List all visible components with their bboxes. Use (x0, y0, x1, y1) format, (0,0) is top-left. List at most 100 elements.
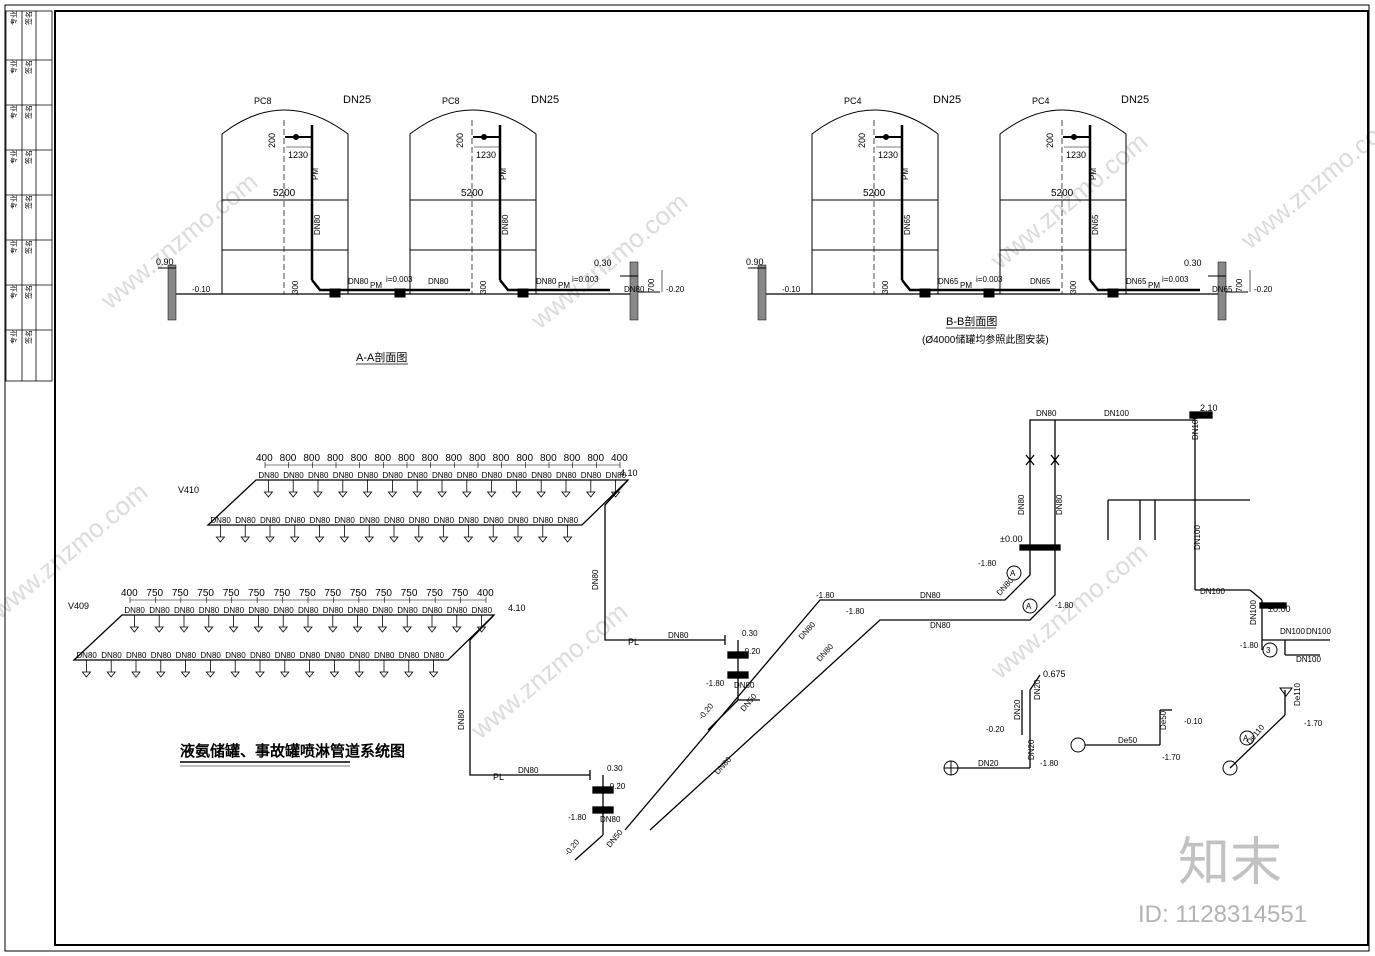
title-block-cell: 专业 (9, 330, 18, 344)
nozzle-head (304, 671, 315, 678)
nozzle-head (488, 536, 499, 543)
pipe-h-4: DN80 (624, 285, 645, 294)
nozzle-head (279, 671, 290, 678)
nozzle-head (288, 491, 299, 498)
dim-5200-4: 5200 (1051, 188, 1074, 199)
nozzle-head (387, 491, 398, 498)
dim-value: 800 (422, 453, 439, 464)
pm-label-4: PM (1089, 168, 1098, 180)
nozzle-head (327, 626, 338, 633)
title-block-cell: 专业 (9, 195, 18, 209)
dim-value: 800 (374, 453, 391, 464)
spray-nozzles: DN80DN80DN80DN80DN80DN80DN80DN80DN80DN80… (76, 471, 627, 678)
nozzle-pipe-label: DN80 (424, 651, 445, 660)
title-block (5, 10, 53, 382)
spray-ring-v410 (206, 479, 630, 526)
watermark: www.znzmo.com (464, 596, 633, 745)
nozzle-head (228, 626, 239, 633)
title-block-cell: 签名 (24, 150, 33, 164)
dim-value: 750 (172, 588, 189, 599)
tank-4 (999, 109, 1127, 294)
spray-ring-v409 (72, 614, 496, 661)
nozzle-head (427, 626, 437, 633)
r-dn80-top: DN80 (1036, 409, 1057, 418)
elev-ground-bb: -0.10 (782, 285, 801, 294)
section-bb (748, 109, 1251, 321)
r-elev-m180-2: -1.80 (1055, 601, 1074, 610)
nozzle-head (412, 491, 423, 498)
dim-5200-3: 5200 (863, 188, 886, 199)
tank-2-label: PC8 (442, 96, 460, 106)
nozzle-head (402, 626, 413, 633)
nozzle-pipe-label: DN80 (200, 651, 221, 660)
nozzle-pipe-label: DN80 (308, 471, 329, 480)
dim-value: 750 (401, 588, 418, 599)
r-dn100-v: DN100 (1193, 525, 1202, 550)
tank-1-label: PC8 (254, 96, 272, 106)
nozzle-head (364, 536, 375, 543)
watermark-layer: www.znzmo.com www.znzmo.com www.znzmo.co… (0, 106, 1375, 745)
nozzle-pipe-label: DN80 (372, 606, 393, 615)
tank-1 (221, 109, 349, 294)
title-block-cell: 签名 (24, 105, 33, 119)
elev-410-b: 4.10 (508, 603, 526, 613)
dim-300-3: 300 (881, 280, 890, 294)
nozzle-pipe-label: DN80 (283, 471, 304, 480)
nozzle-pipe-label: DN80 (101, 651, 122, 660)
nozzle-head (413, 536, 424, 543)
r-elev-000: ±0.00 (1000, 534, 1022, 544)
r-elev-m180-4: -1.80 (846, 607, 865, 616)
outer-frame (4, 4, 1370, 952)
nozzle-pipe-label: DN80 (482, 471, 503, 480)
r-de50-v: De50 (1159, 710, 1168, 730)
dim-value: 750 (197, 588, 214, 599)
dim-200-4: 200 (1045, 133, 1055, 148)
dn50-1: DN50 (739, 691, 759, 713)
slope-1: i=0.003 (386, 275, 413, 284)
nozzle-head (377, 626, 388, 633)
nozzle-head (379, 671, 389, 678)
wall-left (167, 264, 177, 321)
nozzle-pipe-label: DN80 (124, 606, 145, 615)
nozzle-pipe-label: DN80 (533, 516, 554, 525)
nozzle-pipe-label: DN80 (235, 516, 256, 525)
pipe-h-2: DN80 (428, 277, 449, 286)
section-aa (158, 109, 663, 321)
dim-200-2: 200 (455, 133, 465, 148)
right-system (624, 411, 1330, 831)
nozzle-pipe-label: DN80 (407, 471, 428, 480)
section-aa-title: A-A剖面图 (356, 350, 407, 364)
pm-label-2: PM (499, 168, 508, 180)
dim-value: 800 (303, 453, 320, 464)
pm-h-1: PM (370, 281, 382, 290)
dim-value: 800 (280, 453, 297, 464)
elev-right-bot-bb: -0.20 (1254, 285, 1273, 294)
dim-1230-4: 1230 (1066, 150, 1086, 160)
nozzle-head (215, 536, 226, 543)
nozzle-head (362, 491, 373, 498)
nozzle-head (536, 491, 547, 498)
nozzle-head (303, 626, 313, 633)
dim-value: 800 (445, 453, 462, 464)
r-dn80-h1: DN80 (920, 591, 941, 600)
r-elev-000b: ±0.00 (1268, 604, 1290, 614)
r-elev-m170-1: -1.70 (1162, 753, 1181, 762)
nozzle-pipe-label: DN80 (210, 516, 231, 525)
nozzle-pipe-label: DN80 (409, 516, 430, 525)
nozzle-pipe-label: DN80 (199, 606, 220, 615)
dim-value: 400 (611, 453, 628, 464)
nozzle-pipe-label: DN80 (149, 606, 170, 615)
nozzle-head (230, 671, 241, 678)
title-block-cell: 专业 (9, 285, 18, 299)
nozzle-head (476, 626, 487, 633)
nozzle-head (537, 536, 548, 543)
r-elev-210: 2.10 (1200, 403, 1218, 413)
dim-300-1: 300 (291, 280, 300, 294)
dim-5200-2: 5200 (461, 188, 484, 199)
nozzle-head (337, 491, 348, 498)
dim-300-2: 300 (479, 280, 488, 294)
tank-4-label: PC4 (1032, 96, 1050, 106)
slope-2: i=0.003 (572, 275, 599, 284)
dim-value: 800 (564, 453, 581, 464)
